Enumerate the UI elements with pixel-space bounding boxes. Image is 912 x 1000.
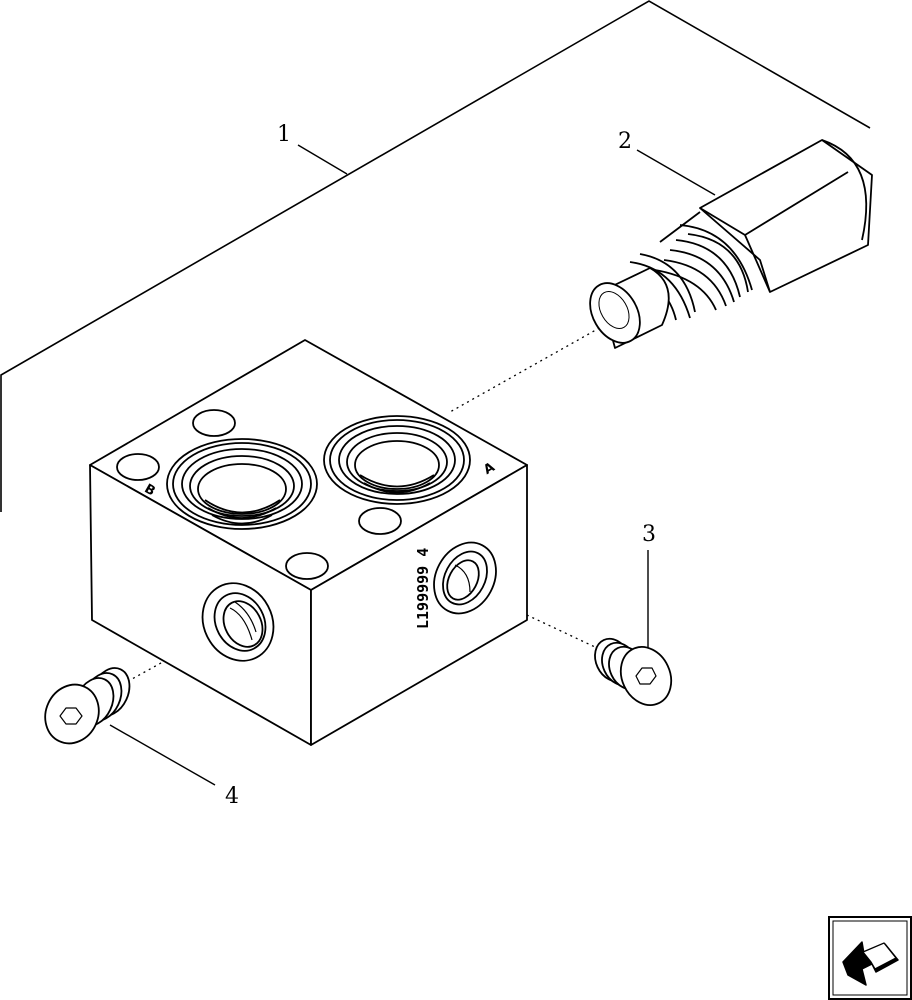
- assembly-bracket: [0, 0, 871, 512]
- mounting-hole: [192, 409, 236, 437]
- valve-block: [89, 339, 528, 746]
- back-navigation-arrow-icon[interactable]: [828, 916, 912, 1000]
- plug-3: [594, 637, 673, 706]
- alignment-line-relief-valve: [449, 321, 611, 413]
- plug-4: [44, 667, 131, 745]
- leader-lines: [109, 144, 716, 786]
- port-a: [323, 415, 471, 505]
- mounting-hole: [285, 552, 329, 580]
- leader-line-4: [109, 724, 216, 786]
- port-b: [166, 438, 318, 530]
- mounting-hole: [358, 507, 402, 535]
- callout-4: 4: [225, 784, 239, 809]
- callout-3: 3: [642, 522, 656, 547]
- relief-valve-cartridge: [589, 139, 873, 349]
- hex-socket: [635, 667, 657, 685]
- block-part-number: L199999 4: [414, 548, 432, 629]
- mounting-hole: [116, 453, 160, 481]
- leader-line-1: [297, 144, 348, 175]
- hex-socket: [59, 707, 83, 725]
- left-face-port: [201, 582, 275, 662]
- callout-1: 1: [277, 122, 291, 147]
- right-face-port: [433, 541, 497, 615]
- leader-line-2: [636, 149, 716, 196]
- callout-2: 2: [618, 129, 632, 154]
- valve-block-right-face: [310, 464, 528, 746]
